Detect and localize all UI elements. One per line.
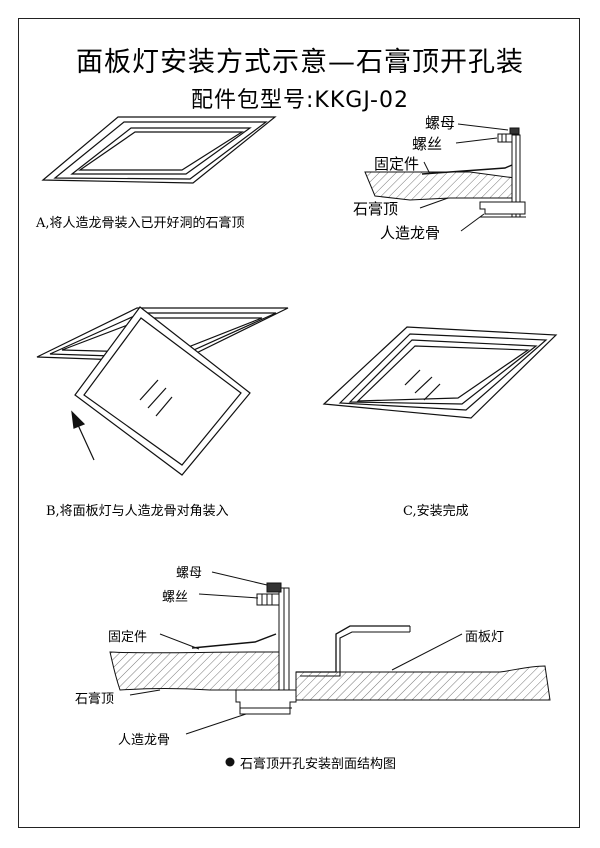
page-title: 面板灯安装方式示意—石膏顶开孔装 [76, 47, 524, 78]
small-label-keel: 人造龙骨 [380, 224, 441, 242]
step-b-arrow [71, 410, 95, 461]
small-label-screw: 螺丝 [412, 135, 443, 153]
large-label-panel-light: 面板灯 [465, 630, 505, 645]
large-label-nut: 螺母 [176, 566, 203, 581]
large-label-gypsum: 石膏顶 [75, 692, 115, 707]
small-section-leaders [419, 123, 509, 232]
small-label-fixing-part: 固定件 [374, 155, 420, 173]
page-frame [18, 18, 580, 828]
large-label-screw: 螺丝 [162, 590, 189, 605]
bullet-dot [225, 757, 235, 767]
large-label-keel: 人造龙骨 [118, 733, 171, 748]
step-a-caption: A,将人造龙骨装入已开好洞的石膏顶 [36, 216, 245, 231]
large-label-fixing-part: 固定件 [108, 630, 148, 645]
large-section-drawing [109, 582, 551, 715]
large-section-leaders [129, 571, 463, 735]
step-c-drawing [322, 326, 558, 419]
step-b-caption: B,将面板灯与人造龙骨对角装入 [46, 504, 229, 519]
step-b-drawing [36, 306, 289, 476]
small-label-gypsum: 石膏顶 [353, 200, 399, 218]
small-label-nut: 螺母 [425, 114, 456, 132]
small-section-drawing [364, 127, 526, 218]
page-subtitle: 配件包型号:KKGJ-02 [191, 88, 409, 113]
section-caption: 石膏顶开孔安装剖面结构图 [240, 757, 397, 772]
step-c-caption: C,安装完成 [403, 504, 469, 519]
step-a-frame-drawing [41, 116, 277, 184]
